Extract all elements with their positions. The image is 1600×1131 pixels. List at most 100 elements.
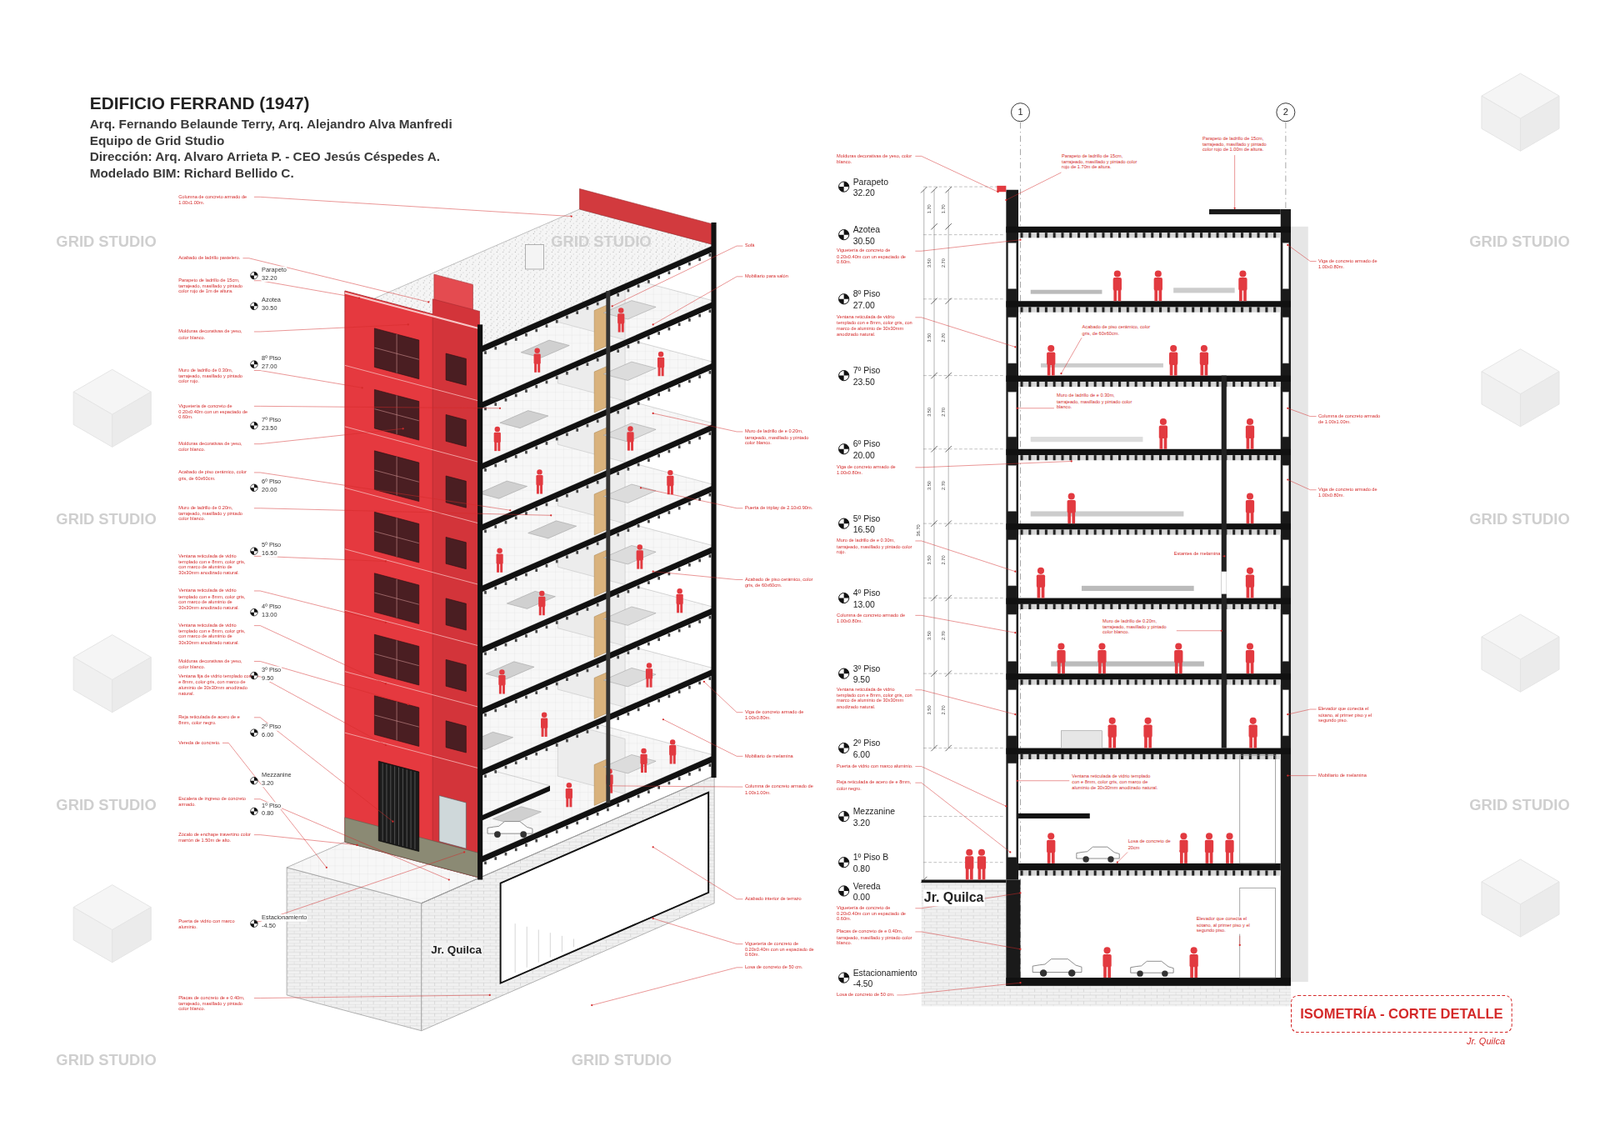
- leader-dot: [1223, 555, 1225, 557]
- joist: [616, 716, 620, 720]
- desk: [603, 423, 656, 442]
- person-figure: [502, 684, 505, 694]
- person-figure: [1154, 277, 1163, 290]
- slab-cut: [480, 485, 715, 594]
- annotation: Elevador que conecta el sótano, al prime…: [1195, 916, 1264, 934]
- joist: [678, 567, 681, 571]
- level-marker: [254, 920, 258, 924]
- joist: [596, 664, 600, 668]
- joist: [678, 322, 681, 326]
- joist: [627, 345, 630, 349]
- joist: [555, 498, 559, 502]
- annotation: Zócalo de enchape travertino color marró…: [178, 831, 252, 843]
- level-elevation: 32.20: [260, 274, 278, 282]
- counter: [1030, 436, 1144, 442]
- person-figure: [1230, 851, 1234, 864]
- level-line: [923, 523, 1005, 525]
- stair-tower: [432, 299, 480, 878]
- person-figure: [565, 788, 573, 799]
- leader-line: [915, 766, 1006, 807]
- joist: [627, 467, 630, 471]
- level-marker: [839, 977, 845, 983]
- level-elevation: 3.20: [260, 779, 275, 787]
- level-elevation: 0.00: [853, 891, 870, 902]
- dimension-tick: [920, 186, 927, 193]
- slab-cut: [480, 300, 715, 410]
- level-marker: [844, 668, 850, 674]
- person-figure: [1250, 437, 1255, 450]
- person-figure: [1143, 724, 1152, 737]
- joist: [545, 686, 549, 690]
- watermark-cube: [1520, 636, 1560, 692]
- joist: [535, 752, 538, 756]
- person-figure: [1112, 736, 1116, 749]
- joist: [698, 257, 701, 261]
- person-figure: [1245, 500, 1255, 513]
- annotation: Viga de concreto armado de 1.00x0.80m.: [1318, 258, 1382, 270]
- sidewalk-line: [921, 880, 1007, 884]
- joist: [515, 700, 518, 704]
- dimension-line: [948, 190, 950, 749]
- leader-dot: [1016, 407, 1019, 410]
- joist: [575, 673, 579, 677]
- leader-dot: [652, 570, 655, 573]
- annotation: Puerta de triplay de 2.10x0.90m.: [745, 505, 813, 511]
- joist: [678, 629, 681, 633]
- person-figure: [1250, 586, 1255, 599]
- dimension: 3.50: [926, 705, 933, 715]
- joist: [505, 765, 508, 770]
- slab-cut: [1005, 449, 1291, 455]
- joist: [525, 573, 528, 577]
- joist: [575, 550, 579, 555]
- joist: [627, 406, 630, 410]
- leader-line: [704, 681, 744, 713]
- watermark-cube: [1481, 73, 1560, 151]
- joist: [586, 362, 590, 366]
- level-elevation: 20.00: [260, 485, 278, 494]
- person-figure: [536, 469, 542, 475]
- person-figure: [644, 763, 647, 773]
- joist: [525, 695, 528, 700]
- level-elevation: 16.50: [260, 549, 278, 557]
- annotation: Puerta de vidrio con marco aluminio.: [836, 763, 913, 770]
- leader-lines: [222, 155, 1317, 1006]
- joist: [555, 320, 559, 324]
- person-figure: [1108, 736, 1112, 749]
- grid-axis-bubble: [1276, 103, 1295, 122]
- watermark-cube: [1481, 371, 1521, 427]
- joist: [688, 772, 691, 776]
- person-figure: [545, 727, 548, 737]
- leader-dot: [427, 300, 430, 303]
- window-opening: [1282, 540, 1289, 586]
- leader-dot: [1239, 944, 1241, 946]
- person-figure: [667, 485, 670, 495]
- person-figure: [539, 605, 542, 615]
- level-marker: [254, 547, 258, 551]
- joist: [616, 655, 620, 660]
- level-name: Mezzanine: [260, 771, 292, 780]
- person-figure: [497, 441, 500, 451]
- level-line: [923, 597, 1005, 599]
- joist: [688, 685, 691, 690]
- level-marker: [839, 294, 850, 305]
- level-name: 1º Piso B: [853, 851, 890, 862]
- level-marker: [839, 444, 850, 455]
- joist: [484, 713, 487, 717]
- joist: [545, 747, 549, 751]
- joist: [657, 699, 660, 703]
- person-figure: [982, 868, 986, 880]
- level-name: 4º Piso: [260, 603, 281, 611]
- dimension-tick: [945, 445, 951, 452]
- joist: [555, 620, 559, 625]
- joist: [698, 314, 701, 318]
- joist: [596, 419, 600, 423]
- level-marker: [254, 776, 258, 780]
- leader-dot: [1019, 948, 1021, 950]
- joist: [565, 371, 569, 375]
- person-figure: [536, 484, 540, 494]
- joists: [1018, 604, 1281, 610]
- grille-bar: [390, 765, 391, 843]
- joists: [1018, 232, 1281, 238]
- person-figure: [636, 550, 644, 560]
- joist: [637, 795, 640, 799]
